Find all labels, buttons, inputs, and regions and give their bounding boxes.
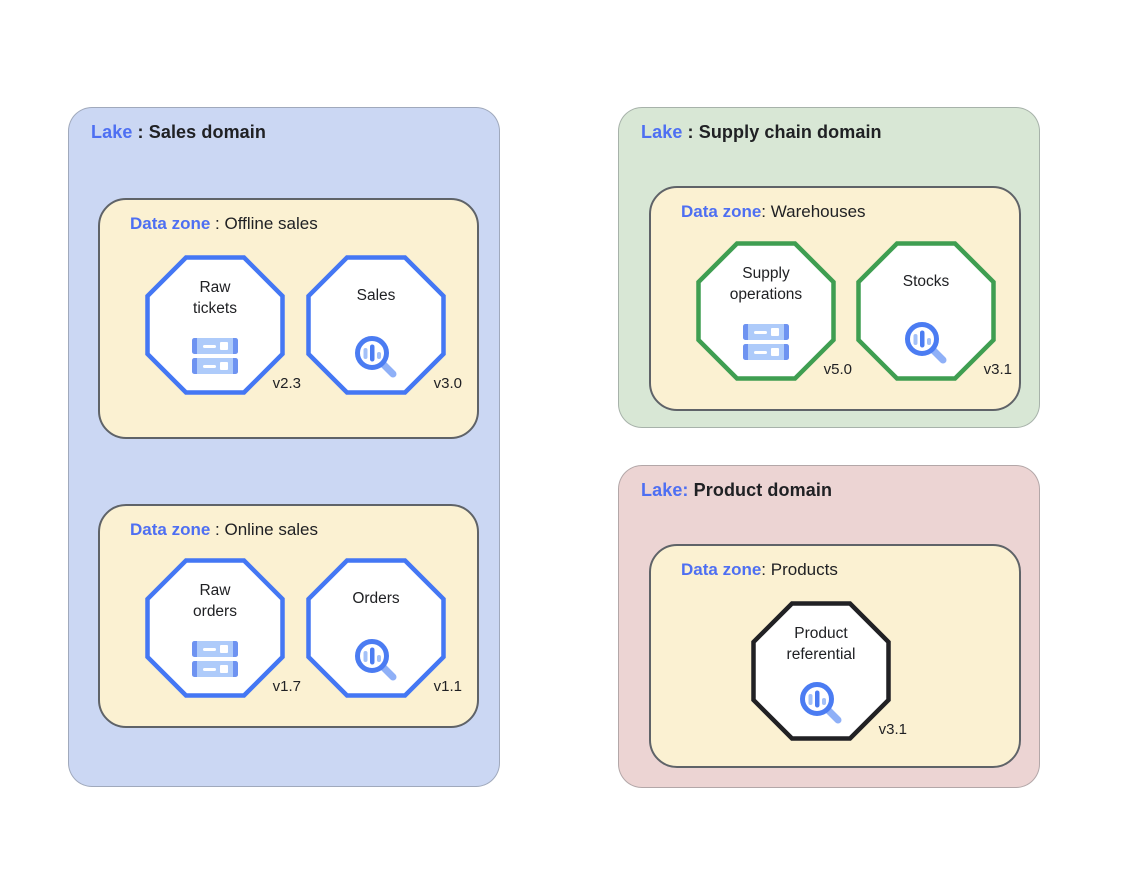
entity-label: Sales [356,287,396,304]
entity-label: Stocks [902,273,950,290]
lake-name: : Sales domain [132,122,266,142]
zone-keyword: Data zone [681,202,762,221]
zone-name: : Online sales [210,520,319,539]
zone-name: : Offline sales [210,214,318,233]
zone-keyword: Data zone [130,214,211,233]
zone-keyword: Data zone [130,520,211,539]
version-label: v3.0 [433,375,462,392]
zone-name: : Products [761,560,838,579]
entity-supply-operations: Supply operations v5.0 [696,241,852,381]
zone-offline-sales: Data zone : Offline sales Raw tickets v2… [98,198,479,439]
zone-warehouses: Data zone: Warehouses Supply operations … [649,186,1021,411]
zone-title: Data zone : Offline sales [130,214,318,234]
zone-title: Data zone: Products [681,560,838,580]
storage-icon [192,338,238,374]
lake-supply-chain-domain: Lake : Supply chain domain Data zone: Wa… [618,107,1040,428]
entity-sales: Sales v3.0 [306,255,462,395]
zone-name: : Warehouses [761,202,866,221]
octagon-shape [145,558,285,698]
search-insights-icon [797,679,845,727]
version-label: v5.0 [823,361,852,378]
lake-keyword: Lake [641,122,683,142]
entity-label: Orders [352,590,400,607]
zone-title: Data zone: Warehouses [681,202,866,222]
version-label: v3.1 [983,361,1012,378]
version-label: v1.1 [433,678,462,695]
version-label: v2.3 [272,375,301,392]
lake-name: Product domain [688,480,833,500]
entity-label: Product referential [786,625,856,663]
octagon-shape [306,558,446,698]
lake-keyword: Lake [91,122,133,142]
entity-label: Raw tickets [193,279,237,317]
version-label: v3.1 [878,721,907,738]
octagon-shape [751,601,891,741]
search-insights-icon [352,333,400,381]
zone-title: Data zone : Online sales [130,520,318,540]
octagon-shape [306,255,446,395]
storage-icon [192,641,238,677]
lake-name: : Supply chain domain [682,122,882,142]
lake-product-domain: Lake: Product domain Data zone: Products… [618,465,1040,788]
octagon-shape [856,241,996,381]
zone-products: Data zone: Products Product referential … [649,544,1021,768]
entity-raw-orders: Raw orders v1.7 [145,558,301,698]
entity-orders: Orders v1.1 [306,558,462,698]
entity-label: Supply operations [729,265,803,303]
storage-icon [743,324,789,360]
entity-product-referential: Product referential v3.1 [751,601,907,741]
octagon-shape [696,241,836,381]
zone-keyword: Data zone [681,560,762,579]
lake-title: Lake : Supply chain domain [641,122,882,143]
entity-raw-tickets: Raw tickets v2.3 [145,255,301,395]
entity-label: Raw orders [193,582,237,620]
search-insights-icon [352,636,400,684]
octagon-shape [145,255,285,395]
lake-keyword: Lake: [641,480,689,500]
version-label: v1.7 [272,678,301,695]
lake-title: Lake : Sales domain [91,122,266,143]
lake-title: Lake: Product domain [641,480,832,501]
lake-sales-domain: Lake : Sales domain Data zone : Offline … [68,107,500,787]
search-insights-icon [902,319,950,367]
zone-online-sales: Data zone : Online sales Raw orders v1.7… [98,504,479,728]
entity-stocks: Stocks v3.1 [856,241,1012,381]
